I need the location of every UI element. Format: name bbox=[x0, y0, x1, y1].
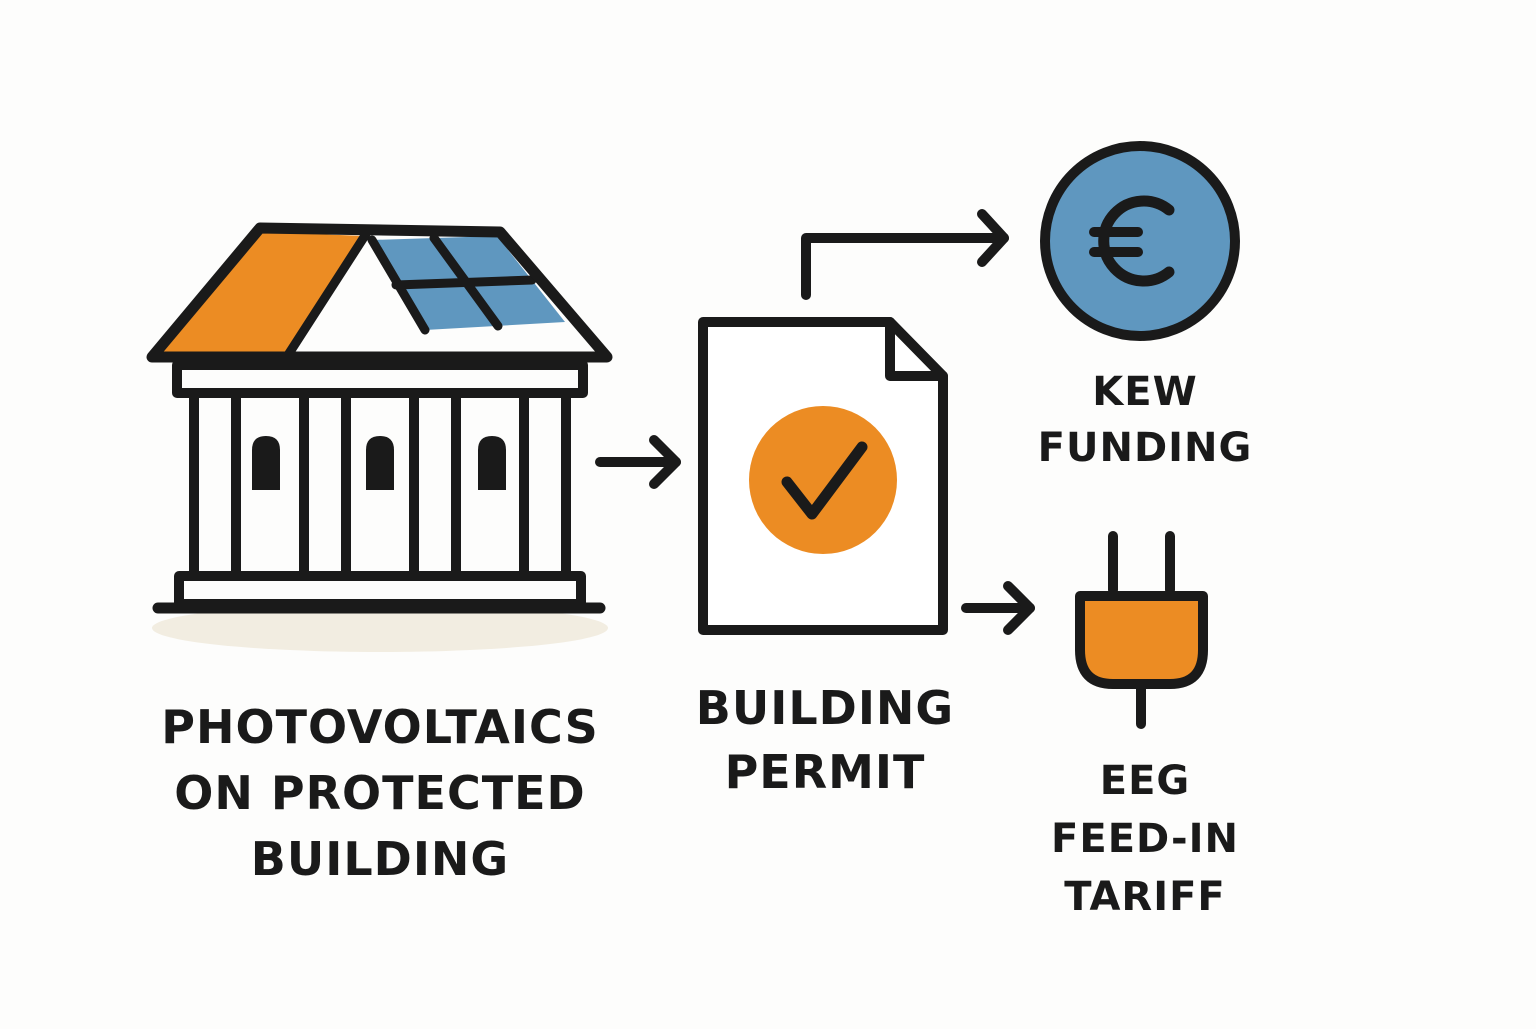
label-line: BUILDING bbox=[250, 832, 510, 886]
label-line: FUNDING bbox=[1037, 425, 1253, 471]
arched-windows bbox=[252, 436, 506, 490]
label-kfw-funding: KEW FUNDING bbox=[1000, 364, 1290, 476]
roof-left-orange bbox=[160, 232, 365, 355]
euro-sign-arc bbox=[1098, 195, 1175, 287]
permit-document-checkmark-icon bbox=[698, 317, 948, 635]
euro-coin-icon bbox=[1040, 141, 1240, 341]
building-base bbox=[174, 571, 586, 609]
label-eeg-feed-in-tariff: EEG FEED-IN TARIFF bbox=[1000, 752, 1290, 926]
label-line: PHOTOVOLTAICS bbox=[161, 700, 599, 754]
label-line: EEG bbox=[1099, 758, 1191, 804]
arrow-permit-to-kfw bbox=[801, 209, 1009, 300]
roof-outline bbox=[146, 222, 613, 363]
plug-body bbox=[1075, 591, 1208, 689]
label-line: TARIFF bbox=[1064, 874, 1226, 920]
ground-shadow bbox=[152, 604, 608, 652]
label-line: BUILDING bbox=[695, 681, 955, 735]
checkmark-icon bbox=[781, 441, 868, 520]
solar-panel-grid bbox=[391, 233, 537, 331]
protected-building-with-solar-panels-icon bbox=[146, 222, 613, 652]
label-line: FEED-IN bbox=[1051, 816, 1239, 862]
approval-circle bbox=[749, 406, 897, 554]
label-line: PERMIT bbox=[724, 745, 926, 799]
plug-prongs bbox=[1108, 531, 1175, 595]
label-line: KEW bbox=[1092, 369, 1198, 415]
entablature bbox=[172, 360, 588, 398]
arrow-building-to-permit bbox=[595, 435, 681, 489]
arrow-permit-to-eeg bbox=[961, 581, 1035, 635]
coin-circle bbox=[1040, 141, 1240, 341]
panel-edge-line bbox=[367, 235, 430, 335]
label-building-permit: BUILDING PERMIT bbox=[660, 676, 990, 804]
document-fold bbox=[885, 317, 948, 381]
power-plug-icon bbox=[1075, 531, 1208, 729]
label-line: ON PROTECTED bbox=[174, 766, 586, 820]
columns bbox=[189, 393, 571, 577]
roof-ridge-line bbox=[283, 229, 371, 360]
label-photovoltaics-protected-building: PHOTOVOLTAICS ON PROTECTED BUILDING bbox=[130, 694, 630, 892]
